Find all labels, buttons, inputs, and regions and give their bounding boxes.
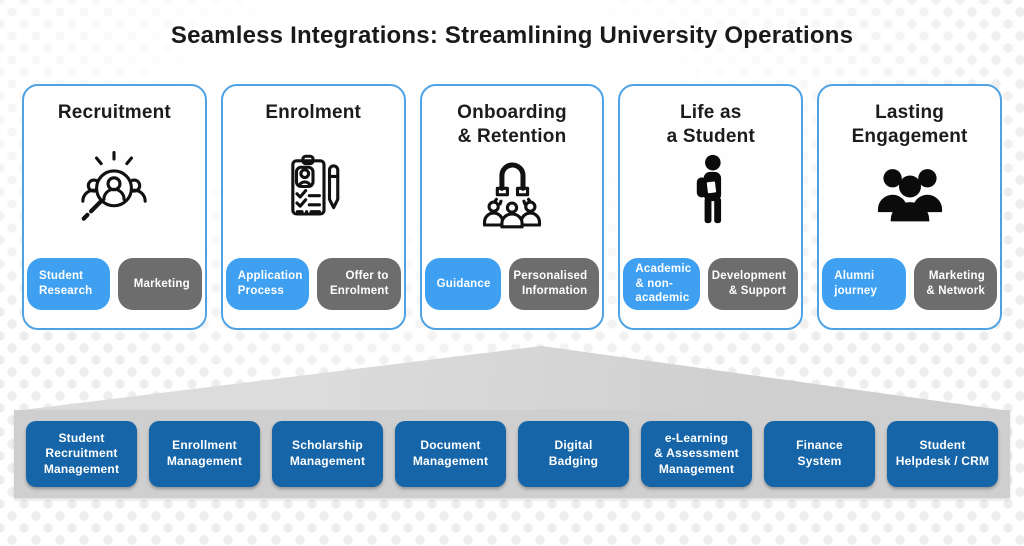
system-box-document-management: Document Management: [395, 421, 506, 487]
system-box-student-helpdesk-crm: Student Helpdesk / CRM: [887, 421, 998, 487]
stage-title: Recruitment: [57, 102, 171, 123]
tag-application-process: Application Process: [225, 258, 310, 310]
system-box-enrollment-management: Enrollment Management: [149, 421, 260, 487]
tag-academic-non-academic: Academic & non- academic: [623, 258, 700, 310]
tag-offer-to-enrolment: Offer to Enrolment: [317, 258, 401, 310]
retention-magnet-icon: [422, 142, 603, 242]
system-box-finance-system: Finance System: [764, 421, 875, 487]
system-box-elearning-assessment-management: e-Learning & Assessment Management: [641, 421, 752, 487]
stage-title: Life as a Student: [666, 102, 755, 148]
page-title: Seamless Integrations: Streamlining Univ…: [170, 22, 854, 49]
tag-alumni-journey: Alumni journey: [822, 258, 906, 310]
stage-card-lasting-engagement: Lasting Engagement Alumni journey Market…: [817, 84, 1002, 330]
stage-card-recruitment: Recruitment Student Research Marketing: [22, 84, 207, 330]
stage-tags: Guidance Personalised Information: [424, 258, 600, 310]
systems-band: Student Recruitment Management Enrollmen…: [14, 410, 1010, 498]
stage-title: Enrolment: [265, 102, 362, 123]
system-box-scholarship-management: Scholarship Management: [272, 421, 383, 487]
tag-development-support: Development & Support: [707, 258, 799, 310]
stage-title: Onboarding & Retention: [457, 102, 567, 148]
stage-card-life-as-student: Life as a Student Academic & non- academ…: [618, 84, 804, 330]
tag-student-research: Student Research: [27, 258, 111, 310]
tag-marketing: Marketing: [118, 258, 202, 310]
stage-tags: Student Research Marketing: [27, 258, 202, 310]
stage-title: Lasting Engagement: [851, 102, 968, 148]
system-box-student-recruitment-management: Student Recruitment Management: [26, 421, 137, 487]
stage-card-onboarding-retention: Onboarding & Retention Guidance Personal…: [419, 84, 605, 330]
stage-tags: Academic & non- academic Development & S…: [623, 258, 799, 310]
stage-tags: Alumni journey Marketing & Network: [822, 258, 997, 310]
stage-card-enrolment: Enrolment Application Process Offer to E…: [220, 84, 406, 330]
people-group-icon: [819, 142, 1000, 242]
tag-marketing-network: Marketing & Network: [913, 258, 997, 310]
tag-personalised-information: Personalised Information: [509, 258, 600, 310]
tag-guidance: Guidance: [424, 258, 502, 310]
application-form-icon: [223, 142, 404, 242]
system-box-digital-badging: Digital Badging: [518, 421, 629, 487]
candidate-search-icon: [24, 142, 205, 242]
walking-student-icon: [620, 142, 801, 242]
stage-tags: Application Process Offer to Enrolment: [225, 258, 401, 310]
lifecycle-stages-row: Recruitment Student Research Marketing E…: [22, 84, 1002, 330]
